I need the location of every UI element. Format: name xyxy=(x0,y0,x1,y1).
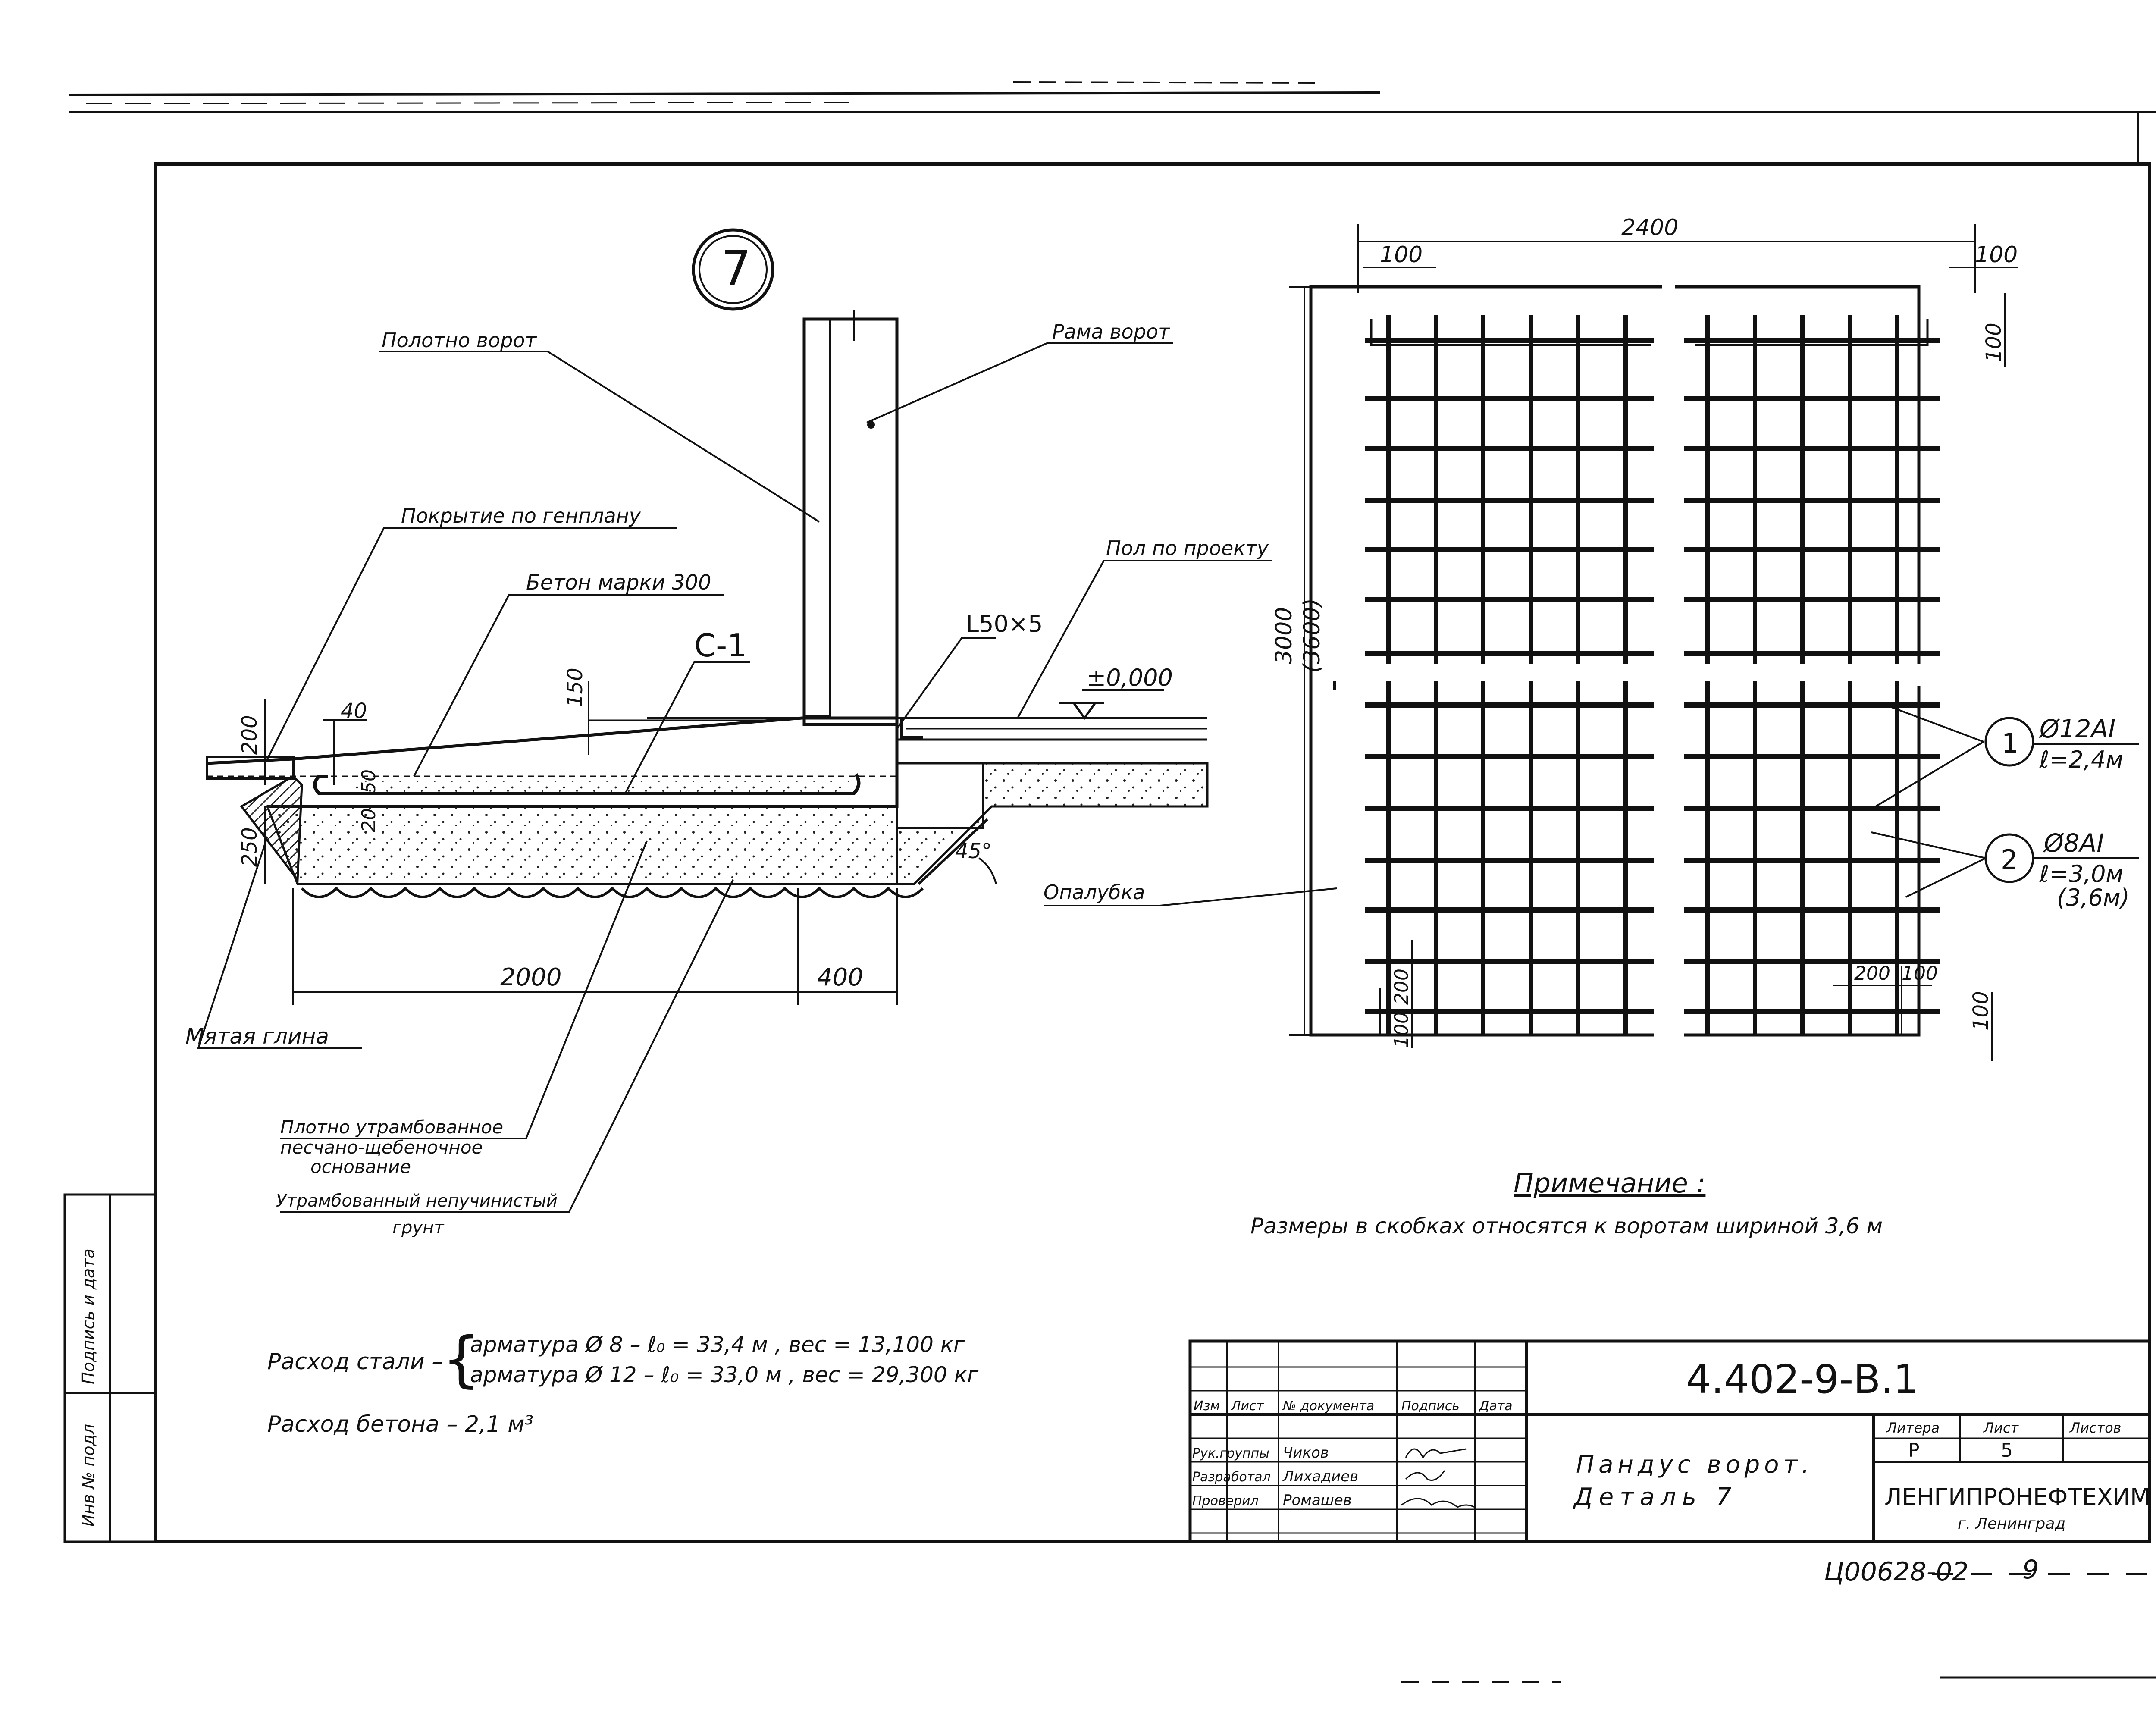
steel-label: Расход стали – xyxy=(267,1349,443,1375)
tb-name-1: Чиков xyxy=(1283,1444,1329,1461)
dim-400: 400 xyxy=(817,963,863,991)
signature-1 xyxy=(1405,1448,1467,1459)
sheet-frame xyxy=(154,162,2151,1543)
tb-header-date: Дата xyxy=(1478,1399,1513,1414)
tb-header-sign: Подпись xyxy=(1401,1399,1460,1414)
label-gate-frame: Рама ворот xyxy=(1052,320,1170,343)
dim-3000: 3000 xyxy=(1271,607,1297,664)
dim-3600: (3600) xyxy=(1299,598,1325,673)
label-base-1: Плотно утрамбованное xyxy=(280,1116,503,1138)
callout-1-dia: Ø12AI xyxy=(2039,714,2115,743)
label-soil-2: грунт xyxy=(392,1218,445,1238)
horizontal-bars xyxy=(1365,338,1940,1014)
callout-2-len-alt: (3,6м) xyxy=(2057,884,2130,911)
organization-city: г. Ленинград xyxy=(1958,1515,2065,1533)
tb-sheet-label: Лист xyxy=(1983,1420,2019,1436)
tb-name-3: Ромашев xyxy=(1283,1492,1352,1509)
level-mark: ±0,000 xyxy=(1087,664,1173,691)
label-angle: L50×5 xyxy=(966,610,1043,637)
stamp-inventory: Инв № подл xyxy=(79,1424,98,1527)
label-base-3: основание xyxy=(310,1156,411,1177)
document-code: 4.402-9-В.1 xyxy=(1686,1356,1918,1402)
dim-100-bl: 100 xyxy=(1391,1012,1413,1048)
callout-1-circle xyxy=(1984,717,2034,767)
stamp-sign-date: Подпись и дата xyxy=(79,1248,98,1384)
drawing-title-1: Пандус ворот. xyxy=(1576,1451,1814,1479)
callout-2-dia: Ø8AI xyxy=(2043,828,2104,858)
tb-sheets-label: Листов xyxy=(2069,1420,2122,1436)
note-title: Примечание : xyxy=(1514,1167,1705,1199)
callout-1-num: 1 xyxy=(2002,728,2018,759)
dim-100-r: 100 xyxy=(1969,991,1993,1031)
dim-top-100: 100 xyxy=(1982,323,2006,362)
dim-50: 50 xyxy=(358,769,380,793)
scan-lines xyxy=(69,81,2156,1683)
dim-200: 200 xyxy=(238,715,262,755)
dim-200-bl: 200 xyxy=(1391,969,1413,1005)
archive-number: Ц00628-02 xyxy=(1824,1557,1968,1587)
tb-role-1: Рук.группы xyxy=(1192,1446,1269,1461)
tb-role-3: Проверил xyxy=(1192,1493,1259,1508)
callout-2-num: 2 xyxy=(2001,844,2018,875)
signature-2 xyxy=(1405,1470,1445,1481)
label-mesh: С-1 xyxy=(694,627,747,664)
dim-250: 250 xyxy=(238,827,262,867)
tb-header-list: Лист xyxy=(1231,1399,1265,1414)
label-floor: Пол по проекту xyxy=(1106,536,1269,560)
dim-left-100: 100 xyxy=(1380,242,1423,268)
steel-line-2: арматура Ø 12 – ℓ₀ = 33,0 м , вес = 29,3… xyxy=(470,1362,979,1387)
label-clay: Мятая глина xyxy=(185,1024,329,1049)
dim-40: 40 xyxy=(341,699,367,723)
material-consumption: Расход стали – { арматура Ø 8 – ℓ₀ = 33,… xyxy=(267,1324,979,1437)
tb-name-2: Лихадиев xyxy=(1282,1468,1358,1485)
dim-2400: 2400 xyxy=(1621,215,1678,241)
concrete-consumption: Расход бетона – 2,1 м³ xyxy=(267,1411,533,1437)
label-concrete: Бетон марки 300 xyxy=(526,571,711,595)
label-soil-1: Утрамбованный непучинистый xyxy=(276,1191,558,1211)
note-text: Размеры в скобках относятся к воротам ши… xyxy=(1250,1214,1883,1239)
mesh-plan: 2400 100 100 100 3000 (3600) 200 100 200… xyxy=(1044,215,2139,1061)
signature-3 xyxy=(1401,1498,1475,1508)
detail-marker-label: 7 xyxy=(721,241,751,296)
callout-2-len: ℓ=3,0м xyxy=(2039,860,2123,887)
organization: ЛЕНГИПРОНЕФТЕХИМ xyxy=(1884,1483,2150,1511)
detail-marker xyxy=(692,228,774,311)
label-formwork: Опалубка xyxy=(1044,881,1145,904)
tb-header-izm: Изм xyxy=(1194,1399,1220,1414)
archive-page: 9 xyxy=(2022,1555,2039,1585)
label-coating: Покрытие по генплану xyxy=(401,504,641,527)
dim-200-br: 200 xyxy=(1854,963,1890,985)
tb-role-2: Разработал xyxy=(1192,1470,1271,1485)
tb-header-doc: № документа xyxy=(1282,1399,1374,1414)
dim-150: 150 xyxy=(563,668,587,707)
callout-1-len: ℓ=2,4м xyxy=(2039,746,2123,773)
tb-stage-label: Литера xyxy=(1886,1420,1940,1436)
title-block: Изм Лист № документа Подпись Дата Рук.гр… xyxy=(1188,1339,2151,1543)
dim-45: 45° xyxy=(955,839,992,863)
tb-sheet: 5 xyxy=(2001,1439,2013,1461)
label-base-2: песчано-щебеночное xyxy=(280,1137,483,1158)
dim-2000: 2000 xyxy=(500,963,562,991)
dim-100-br: 100 xyxy=(1902,963,1938,985)
dim-20: 20 xyxy=(358,808,380,832)
dim-right-100: 100 xyxy=(1975,242,2018,268)
drawing-title-2: Деталь 7 xyxy=(1573,1483,1737,1511)
svg-text:{: { xyxy=(442,1324,480,1395)
side-stamp: Подпись и дата Инв № подл xyxy=(63,1193,157,1543)
tb-stage: Р xyxy=(1908,1439,1920,1461)
label-gate-leaf: Полотно ворот xyxy=(382,329,537,352)
steel-line-1: арматура Ø 8 – ℓ₀ = 33,4 м , вес = 13,10… xyxy=(470,1332,965,1357)
section-detail: 7 2000 xyxy=(185,228,1272,1238)
